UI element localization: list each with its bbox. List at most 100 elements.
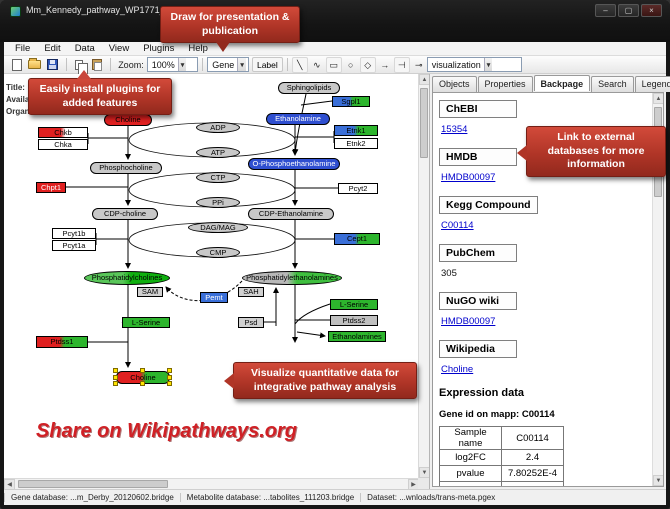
menu-item-file[interactable]: File [15,43,31,54]
maximize-button[interactable]: ▢ [618,4,639,17]
node-pcyt2[interactable]: Pcyt2 [338,183,378,194]
node-cept1[interactable]: Cept1 [334,233,380,245]
close-button[interactable]: × [641,4,662,17]
menu-item-help[interactable]: Help [188,43,208,54]
node-phosphatidylethanolamines[interactable]: Phosphatidylethanolamines [242,271,342,285]
section-header-kegg-compound: Kegg Compound [439,196,538,214]
node-ptdss1[interactable]: Ptdss1 [36,336,88,348]
save-icon [47,59,59,70]
scroll-left-icon[interactable]: ◀ [4,479,15,489]
selection-handle[interactable] [167,374,172,380]
external-link-chebi[interactable]: 15354 [441,124,468,135]
visualization-value: visualization [431,59,481,70]
selection-handle[interactable] [140,368,145,373]
datanode-type-combobox[interactable]: Gene ▾ [207,57,249,72]
node-phosphocholine[interactable]: Phosphocholine [90,162,162,174]
node-o-phosphoethanolamine[interactable]: O-Phosphoethanolamine [248,158,340,170]
rectangle-tool[interactable]: ▭ [325,56,342,73]
scroll-up-icon[interactable]: ▲ [419,74,429,85]
scroll-thumb[interactable] [420,88,428,158]
info-label: Organi [6,107,32,116]
inhibition-tool[interactable]: ⊸ [411,57,427,73]
paste-button[interactable] [88,57,106,73]
tab-legend[interactable]: Legend [634,76,670,92]
selection-handle[interactable] [113,368,118,373]
node-chpt1[interactable]: Chpt1 [36,182,66,193]
label-tool-button[interactable]: Label [251,57,283,72]
tab-backpage[interactable]: Backpage [533,75,591,91]
scroll-down-icon[interactable]: ▼ [653,475,663,486]
scroll-up-icon[interactable]: ▲ [653,93,663,104]
curve-tool[interactable]: ∿ [309,57,325,73]
node-cdp-choline[interactable]: CDP-choline [92,208,158,220]
shape-tool[interactable]: ◇ [359,56,376,73]
selection-handle[interactable] [113,381,118,386]
node-atp[interactable]: ATP [196,147,240,158]
selection-handle[interactable] [167,368,172,373]
node-ethanolamine[interactable]: Ethanolamine [266,113,330,125]
node-sgpl1[interactable]: Sgpl1 [332,96,370,107]
menu-item-data[interactable]: Data [74,43,95,54]
expression-data-title: Expression data [439,387,524,399]
node-ethanolamines[interactable]: Ethanolamines [328,331,386,342]
line-tool[interactable]: ╲ [291,56,308,73]
node-choline-selected[interactable]: Choline [113,368,172,386]
node-cmp[interactable]: CMP [196,247,240,258]
arrow-tool[interactable]: → [377,57,393,73]
node-choline-top[interactable]: Choline [104,114,152,126]
node-sah[interactable]: SAH [238,287,264,297]
menu-item-plugins[interactable]: Plugins [143,43,175,54]
selection-handle[interactable] [167,381,172,386]
node-etnk1[interactable]: Etnk1 [334,125,378,136]
visualization-combobox[interactable]: visualization ▾ [426,57,522,72]
canvas-vertical-scrollbar[interactable]: ▲ ▼ [418,74,429,478]
scrollbar-corner [418,478,429,489]
node-ctp[interactable]: CTP [196,172,240,183]
open-button[interactable] [26,57,44,73]
value-pubchem: 305 [441,268,457,279]
external-link-wikipedia[interactable]: Choline [441,364,474,375]
node-chkb[interactable]: Chkb [38,127,88,138]
scroll-thumb[interactable] [18,480,168,488]
new-button[interactable] [8,57,26,73]
selection-handle[interactable] [113,374,118,380]
node-dag-mag[interactable]: DAG/MAG [188,222,248,233]
node-pemt[interactable]: Pemt [200,292,228,303]
tab-search[interactable]: Search [591,76,634,92]
menu-item-view[interactable]: View [108,43,130,54]
node-adp[interactable]: ADP [196,122,240,133]
tbar-tool[interactable]: ⊣ [393,56,410,73]
ellipse-tool[interactable]: ○ [343,57,359,73]
node-l-serine-right[interactable]: L-Serine [330,299,378,310]
external-link-hmdb[interactable]: HMDB00097 [441,172,496,183]
node-phosphatidylcholines[interactable]: Phosphatidylcholines [84,271,170,285]
canvas-horizontal-scrollbar[interactable]: ◀ ▶ [4,478,419,489]
minimize-button[interactable]: – [595,4,616,17]
section-header-chebi: ChEBI [439,100,517,118]
node-chka[interactable]: Chka [38,139,88,150]
node-sphingolipids[interactable]: Sphingolipids [278,82,340,94]
node-ppi[interactable]: PPi [196,197,240,208]
scroll-down-icon[interactable]: ▼ [419,467,429,478]
zoom-combobox[interactable]: 100% ▾ [146,57,199,72]
node-pcyt1b[interactable]: Pcyt1b [52,228,96,239]
table-cell: C00114 [501,426,564,450]
node-pcyt1a[interactable]: Pcyt1a [52,240,96,251]
node-sam[interactable]: SAM [137,287,163,297]
selection-handle[interactable] [140,381,145,386]
external-link-nugo-wiki[interactable]: HMDB00097 [441,316,496,327]
tab-properties[interactable]: Properties [477,76,533,92]
tab-objects[interactable]: Objects [432,76,477,92]
save-button[interactable] [44,57,62,73]
node-ptdss2[interactable]: Ptdss2 [330,315,378,326]
callout-plugins: Easily install plugins for added feature… [28,69,172,116]
external-link-kegg-compound[interactable]: C00114 [441,220,474,231]
node-l-serine-left[interactable]: L-Serine [122,317,170,328]
status-bar: Gene database: ...m_Derby_20120602.bridg… [4,489,666,505]
node-etnk2[interactable]: Etnk2 [334,138,378,149]
node-psd[interactable]: Psd [238,317,264,328]
tool-cluster: ╲∿▭○◇→⊣⊸ [291,56,427,73]
node-cdp-ethanolamine[interactable]: CDP-Ethanolamine [248,208,334,220]
menu-item-edit[interactable]: Edit [44,43,61,54]
